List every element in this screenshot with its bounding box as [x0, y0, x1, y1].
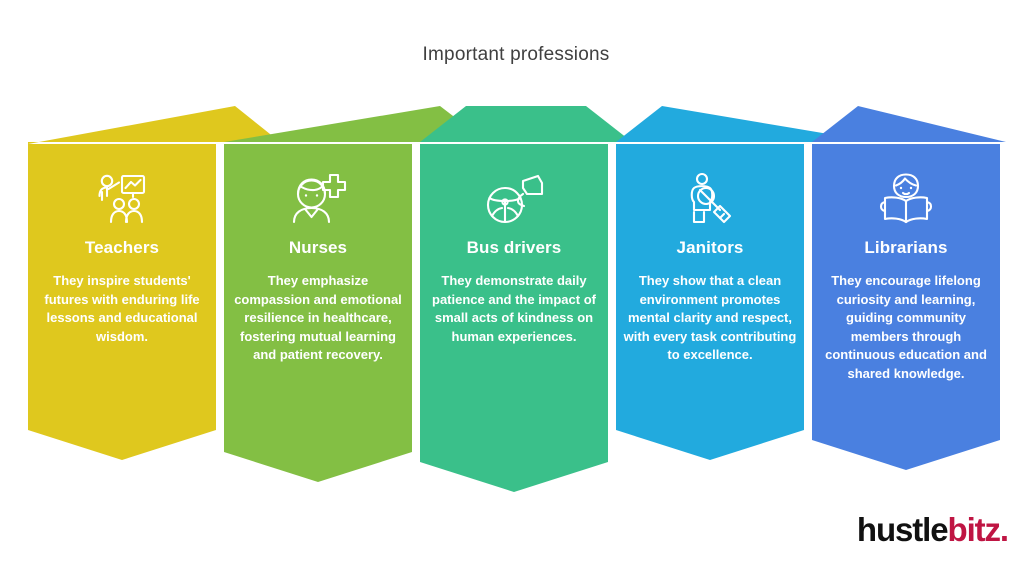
column-body-teachers: They inspire students' futures with endu… [44, 273, 200, 344]
column-heading-teachers: Teachers [84, 238, 160, 257]
steering-wheel-mirror-icon [420, 168, 608, 230]
banner-roof-nurses [224, 106, 487, 142]
column-content-nurses: Nurses They emphasize compassion and emo… [224, 168, 412, 365]
banner-roof-bus-drivers [420, 106, 632, 142]
column-body-janitors: They show that a clean environment promo… [623, 273, 797, 363]
brand-logo: hustlebitz. [856, 511, 1010, 548]
column-heading-librarians: Librarians [864, 238, 948, 257]
page-title: Important professions [422, 44, 610, 65]
teacher-presenting-icon [28, 168, 216, 230]
brand-logo-primary: hustle [856, 511, 949, 548]
banner-column-janitors[interactable] [616, 106, 876, 460]
banner-column-nurses[interactable] [224, 106, 487, 482]
banner-column-teachers[interactable] [28, 106, 280, 460]
banner-body-nurses [224, 144, 412, 482]
column-content-teachers: Teachers They inspire students' futures … [28, 168, 216, 346]
banner-column-librarians[interactable] [812, 106, 1006, 470]
column-content-janitors: Janitors They show that a clean environm… [616, 168, 804, 365]
column-heading-bus-drivers: Bus drivers [466, 238, 562, 257]
column-heading-nurses: Nurses [288, 238, 348, 257]
nurse-medical-cross-icon [224, 168, 412, 230]
column-body-bus-drivers: They demonstrate daily patience and the … [432, 273, 596, 344]
banner-body-bus-drivers [420, 144, 608, 492]
banner-column-bus-drivers[interactable] [420, 106, 632, 492]
column-heading-janitors: Janitors [676, 238, 744, 257]
banner-body-teachers [28, 144, 216, 460]
banner-roof-janitors [616, 106, 876, 142]
janitor-broom-icon [616, 168, 804, 230]
person-reading-book-icon [812, 168, 1000, 230]
banner-body-janitors [616, 144, 804, 460]
brand-logo-secondary: bitz. [947, 511, 1010, 548]
banner-roof-teachers [28, 106, 280, 144]
column-body-librarians: They encourage lifelong curiosity and le… [825, 273, 987, 381]
column-body-nurses: They emphasize compassion and emotional … [234, 273, 402, 363]
column-content-librarians: Librarians They encourage lifelong curio… [812, 168, 1000, 384]
column-content-bus-drivers: Bus drivers They demonstrate daily patie… [420, 168, 608, 346]
banner-body-librarians [812, 144, 1000, 470]
banner-roof-librarians [812, 106, 1006, 142]
